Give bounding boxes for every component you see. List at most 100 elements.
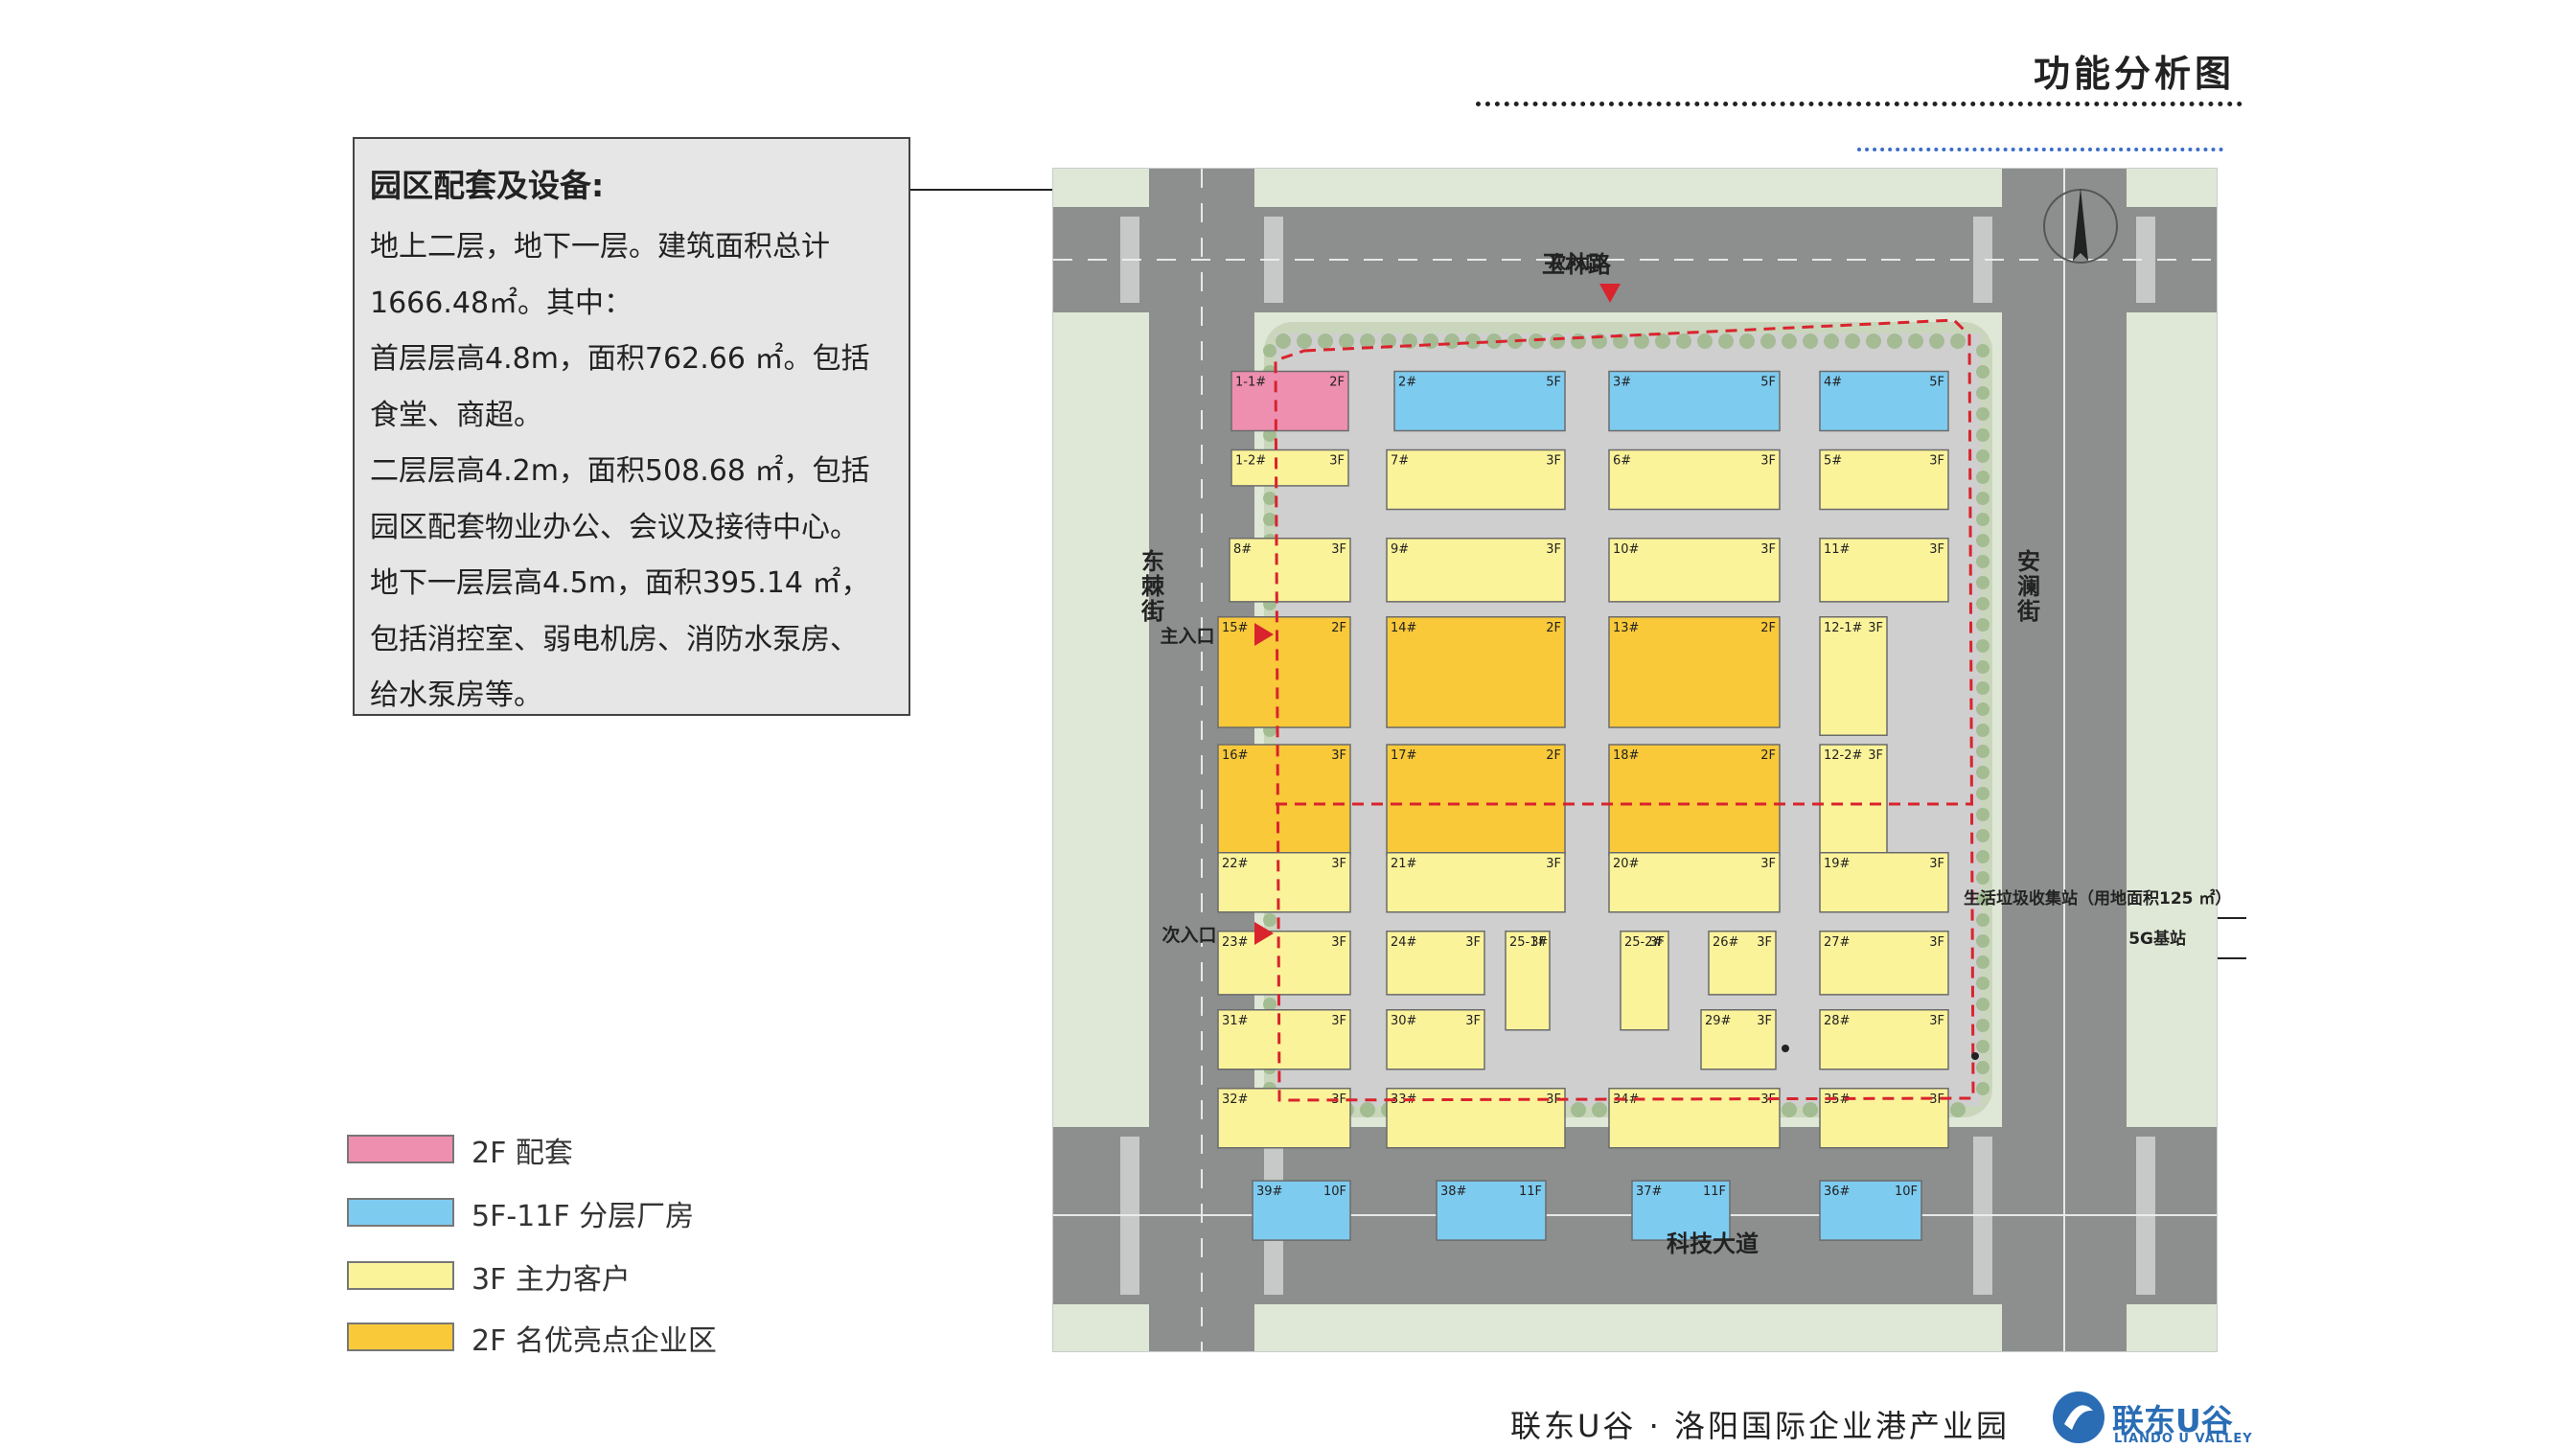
footer-project-name: 联东U谷 · 洛阳国际企业港产业园 xyxy=(1510,1408,2010,1444)
building-footprint xyxy=(1386,931,1485,996)
building: 1-2#3F xyxy=(1230,448,1349,487)
building-footprint xyxy=(1819,448,1949,511)
building-number: 32# xyxy=(1222,1092,1248,1107)
tree xyxy=(1976,745,1990,758)
tree xyxy=(1360,1102,1375,1117)
building-number: 4# xyxy=(1824,376,1842,390)
tree xyxy=(1782,1102,1797,1117)
building-number: 25-2# xyxy=(1624,935,1663,950)
tree xyxy=(1360,334,1375,349)
building: 22#3F xyxy=(1217,852,1351,913)
info-line: 二层层高4.2m，面积508.68 ㎡，包括 xyxy=(370,454,870,488)
building-floors: 10F xyxy=(1895,1184,1918,1199)
tree xyxy=(1976,892,1990,906)
building-footprint xyxy=(1229,538,1351,603)
entrance-label-north: 次入口 xyxy=(1548,251,1602,273)
legend-swatch xyxy=(347,1322,454,1351)
info-line: 1666.48㎡。其中： xyxy=(370,286,633,320)
tree xyxy=(1976,829,1990,842)
info-line: 食堂、商超。 xyxy=(370,398,542,432)
building-footprint xyxy=(1386,744,1566,857)
building: 39#10F xyxy=(1252,1180,1351,1241)
building-number: 12-2# xyxy=(1824,748,1862,763)
tree xyxy=(1976,998,1990,1011)
building-footprint xyxy=(1386,538,1566,603)
building: 17#2F xyxy=(1386,744,1566,857)
building-footprint xyxy=(1230,448,1349,487)
building-number: 25-1# xyxy=(1509,935,1548,950)
building-floors: 3F xyxy=(1868,621,1883,635)
building-floors: 3F xyxy=(1757,1014,1772,1028)
building-footprint xyxy=(1819,852,1949,913)
building-floors: 3F xyxy=(1929,1092,1944,1107)
tree xyxy=(1592,1102,1607,1117)
building-number: 10# xyxy=(1613,542,1639,557)
building: 27#3F xyxy=(1819,931,1949,996)
building-number: 23# xyxy=(1222,935,1248,950)
tree xyxy=(1550,334,1565,349)
building-footprint xyxy=(1386,852,1566,913)
tree xyxy=(1760,334,1776,349)
building-footprint xyxy=(1608,448,1781,511)
legend-label: 3F 主力客户 xyxy=(472,1263,631,1297)
building-floors: 3F xyxy=(1530,935,1546,950)
building-floors: 3F xyxy=(1331,1092,1346,1107)
building: 12-1#3F xyxy=(1819,616,1888,736)
building-floors: 3F xyxy=(1331,542,1346,557)
tree xyxy=(1976,639,1990,653)
tree xyxy=(1803,1102,1818,1117)
building-number: 34# xyxy=(1613,1092,1639,1107)
legend-swatch xyxy=(347,1198,454,1227)
tree xyxy=(1976,386,1990,400)
tree xyxy=(1718,334,1734,349)
tree xyxy=(1950,1102,1966,1117)
building-floors: 3F xyxy=(1546,454,1561,469)
tree xyxy=(1444,334,1460,349)
entrance-label-west-secondary: 次入口 xyxy=(1162,924,1216,946)
building: 31#3F xyxy=(1217,1009,1351,1070)
building-floors: 3F xyxy=(1760,857,1776,871)
building-floors: 2F xyxy=(1546,621,1561,635)
info-line: 首层层高4.8m，面积762.66 ㎡。包括 xyxy=(370,342,870,376)
tree xyxy=(1976,766,1990,779)
tree xyxy=(1976,1019,1990,1032)
building-number: 20# xyxy=(1613,857,1639,871)
building: 9#3F xyxy=(1386,538,1566,603)
tree xyxy=(1634,334,1649,349)
building: 3#5F xyxy=(1608,370,1781,432)
building-floors: 3F xyxy=(1331,857,1346,871)
tree xyxy=(1976,808,1990,821)
tree xyxy=(1976,681,1990,695)
building-floors: 2F xyxy=(1329,376,1345,390)
tree xyxy=(1655,334,1670,349)
building-floors: 3F xyxy=(1757,935,1772,950)
entrance-label-west-main: 主入口 xyxy=(1160,626,1214,647)
building-floors: 3F xyxy=(1868,748,1883,763)
building: 7#3F xyxy=(1386,448,1566,511)
building: 24#3F xyxy=(1386,931,1485,996)
tree xyxy=(1676,334,1691,349)
building-number: 19# xyxy=(1824,857,1850,871)
tree xyxy=(1803,334,1818,349)
tree xyxy=(1976,955,1990,969)
building-floors: 3F xyxy=(1760,542,1776,557)
building: 38#11F xyxy=(1436,1180,1547,1241)
legend-swatch xyxy=(347,1135,454,1163)
brand-name: 联东U谷 xyxy=(2112,1402,2233,1439)
tree xyxy=(1782,334,1797,349)
building-number: 1-2# xyxy=(1235,454,1266,469)
tree xyxy=(1976,597,1990,610)
entrance-marker-west-main xyxy=(1254,623,1274,646)
building-number: 31# xyxy=(1222,1014,1248,1028)
building-number: 38# xyxy=(1440,1184,1466,1199)
building-footprint xyxy=(1217,1009,1351,1070)
building-number: 5# xyxy=(1824,454,1842,469)
building: 25-2#3F xyxy=(1620,931,1669,1031)
building: 34#3F xyxy=(1608,1088,1781,1149)
tree xyxy=(1263,492,1276,505)
building: 10# 3F xyxy=(1608,538,1781,603)
road-label-north: 玉林路 xyxy=(1542,251,1612,278)
tree xyxy=(1571,1102,1586,1117)
building: 11#3F xyxy=(1819,538,1949,603)
